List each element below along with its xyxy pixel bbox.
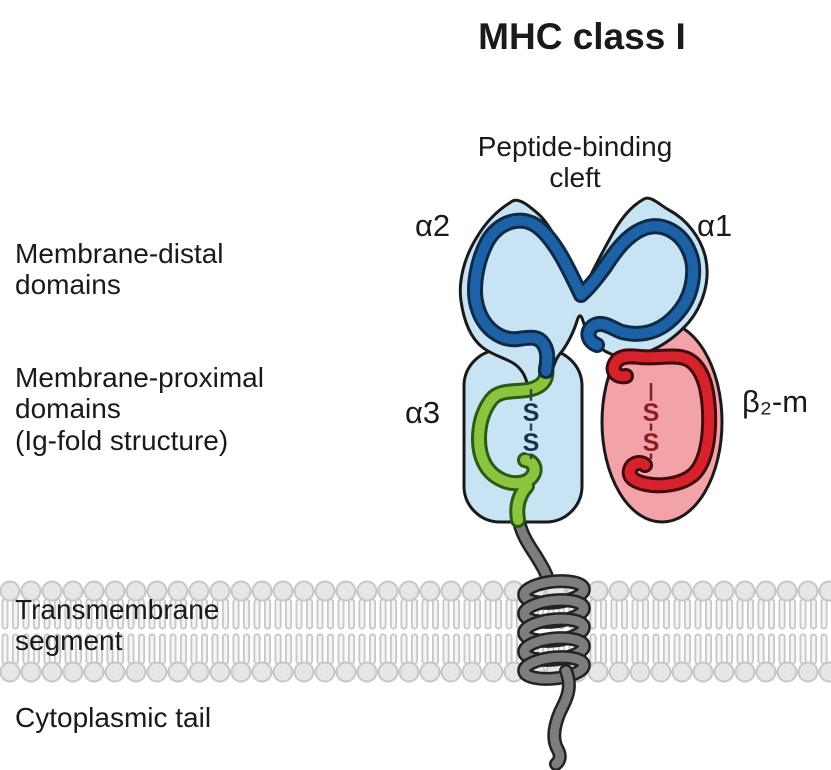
membrane-bilayer [0, 580, 831, 683]
label-beta2m: β₂-m [742, 384, 809, 419]
label-membrane-proximal: Membrane-proximal domains (Ig-fold struc… [15, 362, 264, 456]
label-alpha2: α2 [415, 208, 451, 243]
label-alpha1: α1 [697, 208, 733, 243]
label-cytoplasmic-tail: Cytoplasmic tail [15, 702, 212, 733]
transmembrane-coil-group [511, 509, 591, 770]
cytoplasmic-tail-curve-fill [549, 666, 574, 769]
label-alpha3: α3 [405, 395, 441, 430]
alpha3-disulfide-bond: S S [520, 389, 542, 460]
beta2m-disulfide-bond: S S [640, 383, 662, 460]
page-title: MHC class I [478, 16, 686, 57]
label-membrane-distal: Membrane-distal domains [15, 238, 224, 301]
alpha3-ss-top: S [523, 399, 540, 427]
label-peptide-binding-cleft: Peptide-binding cleft [477, 131, 673, 194]
beta2m-ss-top: S [643, 399, 660, 427]
connecting-strand-fill [513, 511, 553, 585]
label-transmembrane-segment: Transmembrane segment [15, 594, 220, 657]
helix-coil [517, 574, 591, 686]
beta2m-ss-bottom: S [643, 429, 660, 457]
alpha3-ss-bottom: S [523, 429, 540, 457]
red-ribbon [605, 348, 718, 494]
blue-ribbon [467, 212, 702, 379]
